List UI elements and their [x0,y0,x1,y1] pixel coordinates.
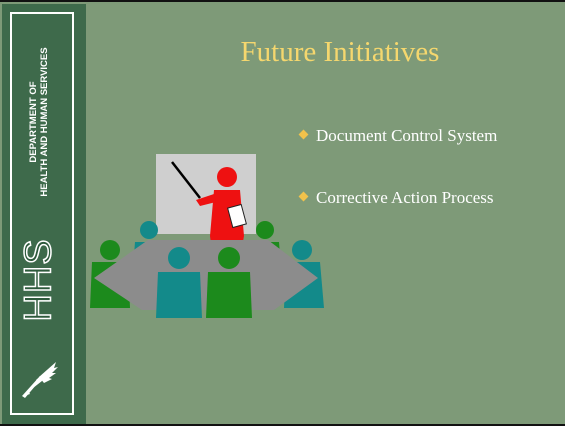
diamond-bullet-icon [298,129,309,140]
sidebar-frame [10,12,74,415]
department-line-1: DEPARTMENT OF [28,81,39,163]
bullet-text: Document Control System [316,126,498,145]
bullet-item-corrective-action: Corrective Action Process [298,188,494,208]
bullet-item-document-control: Document Control System [298,126,498,146]
presentation-meeting-icon [90,154,324,318]
sidebar: DEPARTMENT OF HEALTH AND HUMAN SERVICES … [2,4,86,424]
slide-title: Future Initiatives [240,36,440,68]
department-line-2: HEALTH AND HUMAN SERVICES [39,47,50,197]
bullet-text: Corrective Action Process [316,188,494,207]
department-label: DEPARTMENT OF HEALTH AND HUMAN SERVICES [28,32,50,212]
hhs-abbreviation: HHS [17,238,61,323]
hhs-eagle-icon [22,362,58,398]
